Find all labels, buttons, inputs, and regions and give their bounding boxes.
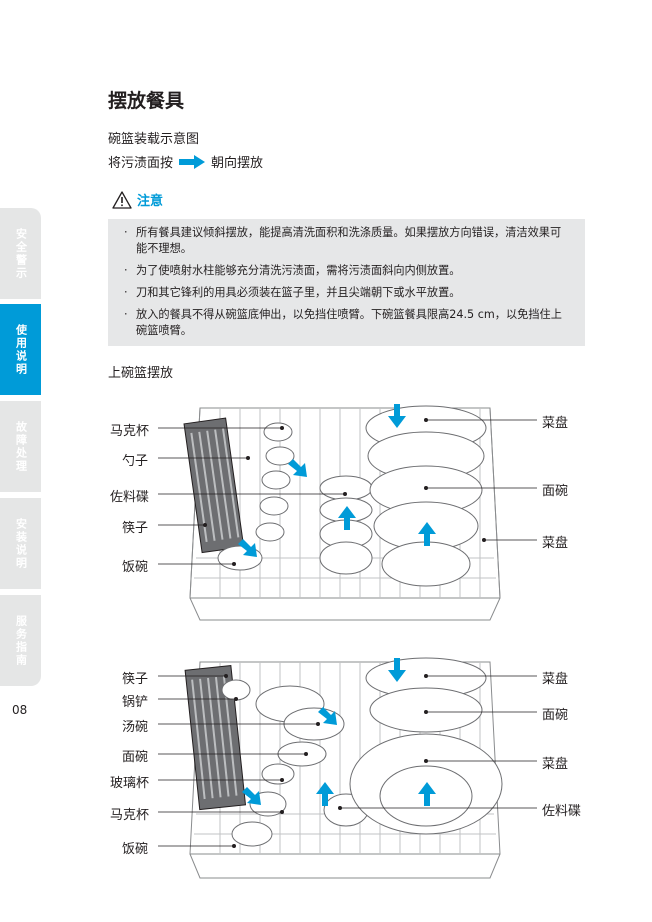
lower-label-noodle-bowl-right: 面碗 <box>542 708 569 723</box>
warning-triangle-icon <box>112 190 132 209</box>
upper-label-mug: 马克杯 <box>110 424 150 439</box>
sidebar-tab-installation[interactable]: 安装说明 <box>0 498 41 589</box>
upper-label-plate-1: 菜盘 <box>542 416 569 431</box>
note-item: 刀和其它锋利的用具必须装在篮子里，并且尖端朝下或水平放置。 <box>124 285 571 301</box>
warning-title: 注意 <box>137 194 164 209</box>
page-title: 摆放餐具 <box>108 90 185 112</box>
lower-label-glass: 玻璃杯 <box>110 776 150 791</box>
orientation-legend: 将污渍面按 朝向摆放 <box>108 152 263 171</box>
upper-basket-illustration <box>183 404 501 621</box>
lower-label-soup-bowl: 汤碗 <box>122 720 149 735</box>
notes-box: 所有餐具建议倾斜摆放，能提高清洗面积和洗涤质量。如果摆放方向错误，清洁效果可能不… <box>108 219 585 346</box>
lower-label-plate-1: 菜盘 <box>542 672 569 687</box>
upper-label-plate-2: 菜盘 <box>542 536 569 551</box>
lower-label-spatula: 锅铲 <box>122 695 149 710</box>
lower-label-plate-2: 菜盘 <box>542 757 569 772</box>
lower-label-sauce-dish: 佐料碟 <box>542 804 582 819</box>
note-item: 所有餐具建议倾斜摆放，能提高清洗面积和洗涤质量。如果摆放方向错误，清洁效果可能不… <box>124 225 571 257</box>
note-item: 为了使喷射水柱能够充分清洗污渍面，需将污渍面斜向内侧放置。 <box>124 263 571 279</box>
orientation-left-text: 将污渍面按 <box>108 156 174 171</box>
lower-label-mug: 马克杯 <box>110 808 150 823</box>
upper-label-noodle-bowl: 面碗 <box>542 484 569 499</box>
sidebar-tab-troubleshooting[interactable]: 故障处理 <box>0 401 41 492</box>
page-number: 08 <box>12 703 28 717</box>
sidebar-tab-usage[interactable]: 使用说明 <box>0 304 41 395</box>
warning-header: 注意 <box>112 190 163 209</box>
upper-label-chopsticks: 筷子 <box>122 521 149 536</box>
lower-label-noodle-bowl: 面碗 <box>122 750 149 765</box>
diagram-subtitle: 碗篮装载示意图 <box>108 132 200 147</box>
upper-label-spoon: 勺子 <box>122 454 149 469</box>
orientation-right-text: 朝向摆放 <box>211 156 264 171</box>
lower-label-rice-bowl: 饭碗 <box>122 842 149 857</box>
lower-label-chopsticks: 筷子 <box>122 672 149 687</box>
upper-basket-heading: 上碗篮摆放 <box>108 366 174 381</box>
sidebar-tab-safety[interactable]: 安全警示 <box>0 208 41 299</box>
lower-basket-illustration <box>184 657 503 879</box>
arrow-right-icon <box>179 154 206 169</box>
upper-label-sauce-dish: 佐料碟 <box>110 490 150 505</box>
upper-label-rice-bowl: 饭碗 <box>122 560 149 575</box>
note-item: 放入的餐具不得从碗篮底伸出，以免挡住喷臂。下碗篮餐具限高24.5 cm，以免挡住… <box>124 307 571 339</box>
sidebar-tab-service[interactable]: 服务指南 <box>0 595 41 686</box>
notes-list: 所有餐具建议倾斜摆放，能提高清洗面积和洗涤质量。如果摆放方向错误，清洁效果可能不… <box>124 225 571 339</box>
